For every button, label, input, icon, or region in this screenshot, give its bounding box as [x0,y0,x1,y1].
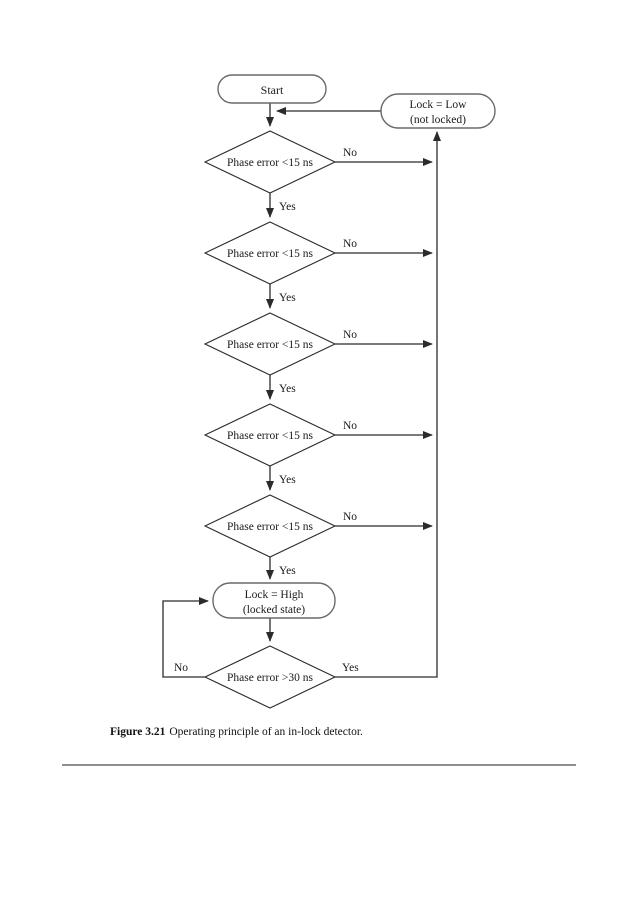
final-decision-diamond [203,645,337,709]
lock-high-label-line2: (locked state) [243,604,305,616]
yes-label-2: Yes [279,292,296,304]
no-label-2: No [343,238,357,250]
figure-caption-number: Figure 3.21 [110,726,166,738]
decision-diamond-1 [203,130,337,194]
no-label-4: No [343,420,357,432]
yes-label-4: Yes [279,474,296,486]
no-label-1: No [343,147,357,159]
start-node-label: Start [261,83,284,97]
decision-diamond-4 [203,403,337,467]
no-label-5: No [343,511,357,523]
decision-label-2: Phase error <15 ns [227,248,314,260]
connector-final-yes-to-locklow [335,131,441,678]
decision-label-3: Phase error <15 ns [227,339,314,351]
decision-label-5: Phase error <15 ns [227,521,314,533]
flowchart-diagram: Start Lock = Low (not locked) Lock = Hig… [162,74,496,709]
yes-label-5: Yes [279,565,296,577]
yes-label-1: Yes [279,201,296,213]
figure-caption-text: Operating principle of an in-lock detect… [169,726,363,738]
decision-diamond-3 [203,312,337,376]
lock-low-node [380,93,496,129]
decision-label-4: Phase error <15 ns [227,430,314,442]
decision-label-1: Phase error <15 ns [227,157,314,169]
start-node [217,74,327,104]
lock-low-label-line2: (not locked) [410,114,466,126]
final-decision-label: Phase error >30 ns [227,672,314,684]
decision-diamond-5 [203,494,337,558]
final-no-label: No [174,662,188,674]
page-divider-line [62,764,576,766]
lock-high-label-line1: Lock = High [245,589,304,601]
connector-final-no-loop [162,597,209,678]
decision-diamond-2 [203,221,337,285]
lock-low-label-line1: Lock = Low [410,99,468,111]
yes-label-3: Yes [279,383,296,395]
lock-high-node [212,582,336,619]
final-yes-label: Yes [342,662,359,674]
no-label-3: No [343,329,357,341]
